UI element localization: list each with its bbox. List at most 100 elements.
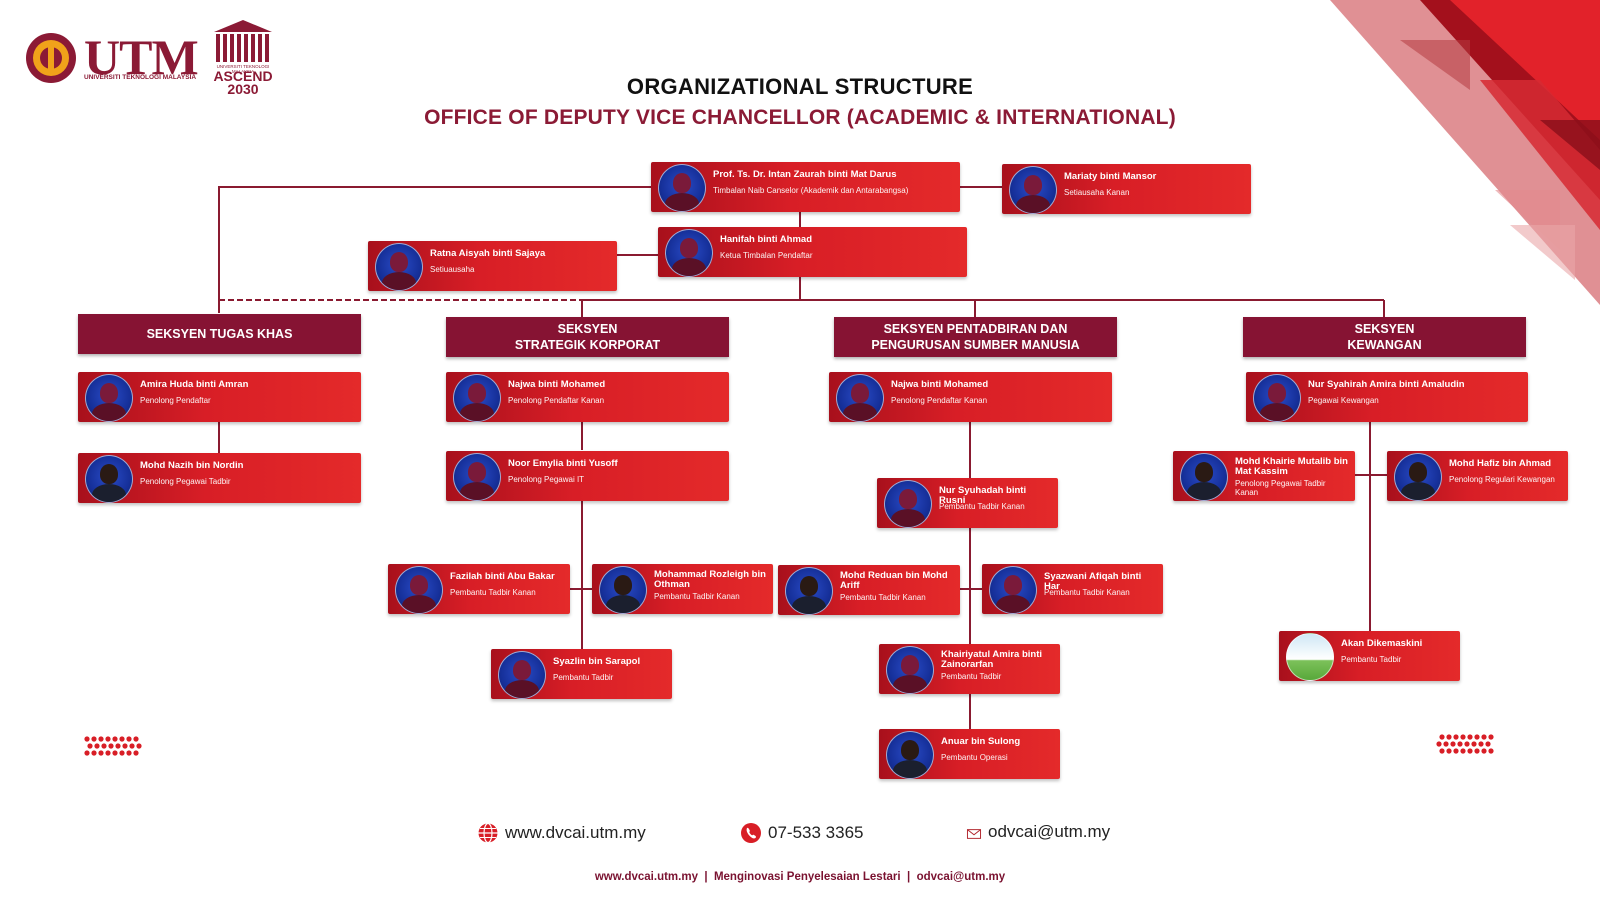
ascend-wordmark: ASCEND 2030	[210, 69, 276, 97]
staff-card[interactable]: Mohammad Rozleigh bin Othman Pembantu Ta…	[592, 564, 773, 614]
staff-name: Hanifah binti Ahmad	[720, 234, 813, 245]
staff-role: Pembantu Tadbir	[553, 673, 614, 682]
staff-role: Pembantu Tadbir	[1341, 655, 1402, 664]
avatar	[375, 243, 423, 291]
staff-card[interactable]: Anuar bin Sulong Pembantu Operasi	[879, 729, 1060, 779]
avatar	[1009, 166, 1057, 214]
footer-phone[interactable]: 07-533 3365	[740, 822, 863, 844]
utm-crest-icon	[26, 33, 76, 83]
staff-name: Mohd Hafiz bin Ahmad	[1449, 458, 1552, 469]
dot-pattern-right	[1436, 734, 1494, 754]
staff-role: Penolong Pendaftar Kanan	[891, 396, 988, 405]
staff-name: Prof. Ts. Dr. Intan Zaurah binti Mat Dar…	[713, 169, 897, 180]
staff-role: Pembantu Tadbir Kanan	[450, 588, 536, 597]
avatar	[599, 566, 647, 614]
staff-card[interactable]: Nur Syuhadah binti Rusni Pembantu Tadbir…	[877, 478, 1058, 528]
avatar	[1253, 374, 1301, 422]
dot-pattern-left	[84, 736, 142, 756]
utm-wordmark: UTM	[84, 29, 199, 85]
staff-name: Mariaty binti Mansor	[1064, 171, 1157, 182]
staff-name: Anuar bin Sulong	[941, 736, 1021, 747]
staff-card[interactable]: Khairiyatul Amira binti Zainorarfan Pemb…	[879, 644, 1060, 694]
staff-card[interactable]: Mohd Hafiz bin Ahmad Penolong Regulari K…	[1387, 451, 1568, 501]
footer-website[interactable]: www.dvcai.utm.my	[477, 822, 646, 844]
section-title-line2: STRATEGIK KORPORAT	[514, 338, 661, 352]
section-tugas-khas: SEKSYEN TUGAS KHAS	[78, 314, 361, 354]
avatar	[989, 566, 1037, 614]
section-kewangan: SEKSYEN KEWANGAN	[1243, 317, 1526, 357]
section-title-line1: SEKSYEN PENTADBIRAN DAN	[883, 322, 1068, 336]
staff-name: Syazlin bin Sarapol	[553, 656, 641, 667]
staff-role: Setiausaha Kanan	[1064, 188, 1130, 197]
staff-role: Pembantu Tadbir Kanan	[1044, 588, 1130, 597]
avatar	[498, 651, 546, 699]
avatar	[886, 646, 934, 694]
section-title-line2: PENGURUSAN SUMBER MANUSIA	[871, 338, 1080, 352]
staff-name: Noor Emylia binti Yusoff	[508, 458, 618, 469]
email-text: odvcai@utm.my	[988, 822, 1111, 841]
avatar	[836, 374, 884, 422]
avatar	[395, 566, 443, 614]
globe-icon	[478, 822, 498, 844]
staff-role: Pembantu Tadbir Kanan	[654, 592, 740, 601]
section-strategik-korporat: SEKSYEN STRATEGIK KORPORAT	[446, 317, 729, 357]
staff-card[interactable]: Nur Syahirah Amira binti Amaludin Pegawa…	[1246, 372, 1528, 422]
dvc-card[interactable]: Prof. Ts. Dr. Intan Zaurah binti Mat Dar…	[651, 162, 960, 212]
staff-card[interactable]: Syazwani Afiqah binti Har Pembantu Tadbi…	[982, 564, 1163, 614]
avatar	[785, 567, 833, 615]
section-title: SEKSYEN TUGAS KHAS	[146, 327, 293, 341]
section-pentadbiran: SEKSYEN PENTADBIRAN DAN PENGURUSAN SUMBE…	[834, 317, 1117, 357]
staff-role: Penolong Regulari Kewangan	[1449, 475, 1555, 484]
section-title-line1: SEKSYEN	[1354, 322, 1415, 336]
staff-card[interactable]: Najwa binti Mohamed Penolong Pendaftar K…	[446, 372, 729, 422]
utm-full-name: UNIVERSITI TEKNOLOGI MALAYSIA	[84, 74, 197, 81]
staff-name: Khairiyatul Amira binti Zainorarfan	[941, 649, 1042, 670]
staff-name: Ratna Aisyah binti Sajaya	[430, 248, 546, 259]
avatar	[85, 455, 133, 503]
phone-icon	[741, 823, 761, 843]
staff-name: Akan Dikemaskini	[1341, 638, 1423, 649]
ascend-university-label: UNIVERSITI TEKNOLOGI MALAYSIA	[216, 64, 270, 74]
staff-card[interactable]: Mohd Nazih bin Nordin Penolong Pegawai T…	[78, 453, 361, 503]
staff-role: Pembantu Operasi	[941, 753, 1008, 762]
staff-card[interactable]: Fazilah binti Abu Bakar Pembantu Tadbir …	[388, 564, 570, 614]
staff-name: Amira Huda binti Amran	[140, 379, 249, 390]
staff-name: Najwa binti Mohamed	[891, 379, 989, 390]
staff-card[interactable]: Mohd Reduan bin Mohd Ariff Pembantu Tadb…	[778, 565, 960, 615]
phone-text: 07-533 3365	[768, 823, 864, 842]
staff-name: Najwa binti Mohamed	[508, 379, 606, 390]
staff-role: Ketua Timbalan Pendaftar	[720, 251, 813, 260]
utm-logo: UTM UNIVERSITI TEKNOLOGI MALAYSIA	[24, 28, 199, 91]
avatar	[85, 374, 133, 422]
ascend-year: 2030	[227, 81, 259, 97]
staff-card[interactable]: Noor Emylia binti Yusoff Penolong Pegawa…	[446, 451, 729, 501]
staff-card[interactable]: Akan Dikemaskini Pembantu Tadbir	[1279, 631, 1460, 681]
staff-role: Penolong Pegawai Tadbir Kanan	[1235, 479, 1326, 497]
section-title-line2: KEWANGAN	[1347, 338, 1422, 352]
staff-name: Nur Syahirah Amira binti Amaludin	[1308, 379, 1465, 390]
website-text: www.dvcai.utm.my	[505, 823, 646, 842]
registrar-card[interactable]: Hanifah binti Ahmad Ketua Timbalan Penda…	[658, 227, 967, 277]
staff-card[interactable]: Syazlin bin Sarapol Pembantu Tadbir	[491, 649, 672, 699]
footer-email[interactable]: odvcai@utm.my	[966, 822, 1110, 842]
assistant-card[interactable]: Ratna Aisyah binti Sajaya Setiuausaha	[368, 241, 617, 291]
avatar	[1180, 453, 1228, 501]
staff-role: Penolong Pegawai Tadbir	[140, 477, 231, 486]
staff-name: Mohammad Rozleigh bin Othman	[654, 569, 766, 590]
staff-role: Pegawai Kewangan	[1308, 396, 1379, 405]
staff-role: Timbalan Naib Canselor (Akademik dan Ant…	[713, 186, 909, 195]
staff-name: Fazilah binti Abu Bakar	[450, 571, 555, 582]
staff-card[interactable]: Amira Huda binti Amran Penolong Pendafta…	[78, 372, 361, 422]
staff-name: Mohd Nazih bin Nordin	[140, 460, 244, 471]
staff-name: Syazwani Afiqah binti Har	[1044, 571, 1142, 592]
footer-tagline: www.dvcai.utm.my | Menginovasi Penyelesa…	[594, 871, 1006, 883]
staff-card[interactable]: Najwa binti Mohamed Penolong Pendaftar K…	[829, 372, 1112, 422]
secretary-card[interactable]: Mariaty binti Mansor Setiausaha Kanan	[1002, 164, 1251, 214]
staff-card[interactable]: Mohd Khairie Mutalib bin Mat Kassim Peno…	[1173, 451, 1355, 501]
staff-role: Penolong Pendaftar Kanan	[508, 396, 605, 405]
staff-name: Nur Syuhadah binti Rusni	[939, 485, 1027, 506]
avatar	[886, 731, 934, 779]
